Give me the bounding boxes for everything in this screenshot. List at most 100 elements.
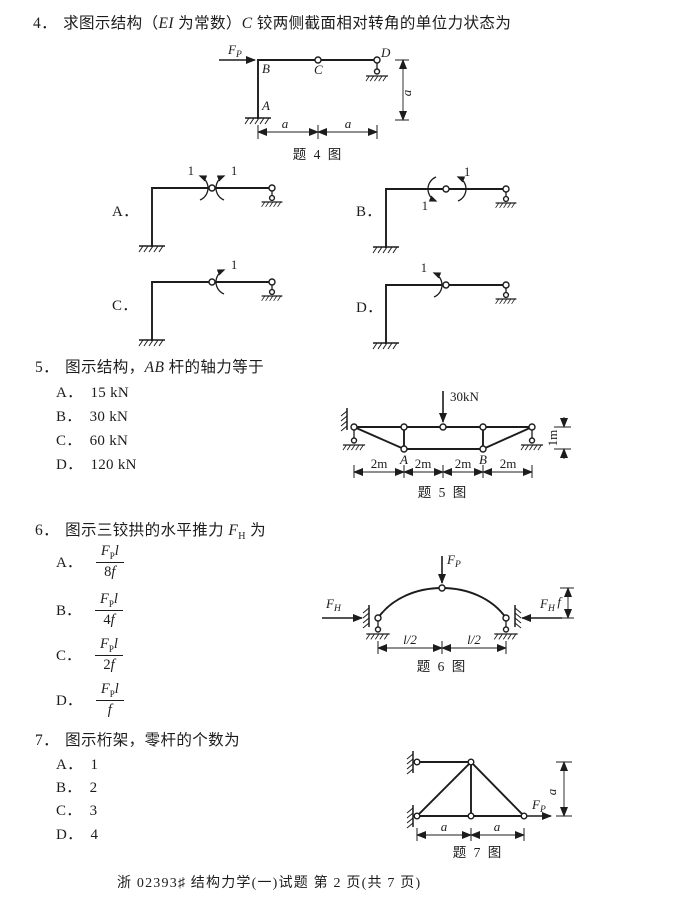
q6-figure-caption: 题 6 图 <box>417 659 468 674</box>
dim-1m: 1m <box>545 430 560 447</box>
span-1: 2m <box>371 456 388 471</box>
support-A-ground <box>244 117 272 125</box>
node <box>467 812 475 820</box>
span-dimension: 2m 2m 2m 2m <box>353 456 533 478</box>
horizontal-dimension: a a <box>416 819 525 841</box>
q5-text-2: 杆的轴力等于 <box>164 359 265 376</box>
frame-members <box>151 187 273 247</box>
q6-number: 6． <box>35 522 60 539</box>
q4-figure: FP B C D A a a a 题 4 图 <box>219 42 414 162</box>
right-support <box>520 430 544 451</box>
end-hinge <box>502 185 510 193</box>
roller-support <box>261 285 283 302</box>
q4-var-EI: EI <box>158 15 174 32</box>
node <box>350 423 358 431</box>
q4-var-C: C <box>241 15 253 32</box>
end-hinge <box>502 281 510 289</box>
q5-figure: 30kN A B <box>340 389 571 500</box>
load-arrow: 30kN <box>439 389 480 423</box>
q4-option-d-figure: 1 <box>372 261 518 350</box>
crown-hinge <box>438 584 446 592</box>
q4-option-c-figure: 1 <box>138 258 283 347</box>
q4-option-b-label: B． <box>356 204 382 220</box>
vertical-dimension: a <box>395 59 414 121</box>
right-support <box>493 604 522 641</box>
q5-text-1: 图示结构， <box>65 359 145 376</box>
node <box>528 423 536 431</box>
unit-moment-left <box>198 175 209 201</box>
node-B <box>479 445 487 453</box>
moment-value-left: 1 <box>422 199 428 213</box>
left-support <box>340 407 366 451</box>
q4-option-b-figure: 1 1 <box>372 165 518 254</box>
fp-load: FP <box>527 797 552 820</box>
q4-option-d-label: D． <box>356 300 383 316</box>
q7-option-a: A．1 <box>56 757 99 773</box>
unit-moment-right <box>456 176 467 202</box>
q6-var-F: F <box>228 522 239 539</box>
q5-stem: 5．图示结构，AB 杆的轴力等于 <box>35 355 264 377</box>
q7-option-b: B．2 <box>56 780 98 796</box>
dim-f: f <box>557 594 563 609</box>
moment-value: 1 <box>231 258 237 272</box>
fixed-ground <box>372 342 400 350</box>
hinge <box>208 184 216 192</box>
fp-label: FP <box>446 552 461 570</box>
right-springing-hinge <box>502 614 510 622</box>
q4-option-a-figure: 1 1 <box>138 164 283 253</box>
roller-support <box>495 288 518 305</box>
frame-members <box>385 284 507 344</box>
q4-option-a-label: A． <box>112 204 139 220</box>
horizontal-dimension: a a <box>257 116 378 139</box>
unit-moment <box>215 269 226 295</box>
vertical-dimension: a <box>544 761 572 817</box>
hinge-C <box>314 56 322 64</box>
label-A: A <box>399 452 408 467</box>
frame-members <box>385 188 507 248</box>
q5-option-d: D．120 kN <box>56 457 137 473</box>
left-springing-hinge <box>374 614 382 622</box>
node-A <box>400 445 408 453</box>
load-value: 30kN <box>450 389 480 404</box>
moment-value: 1 <box>421 261 427 275</box>
q5-number: 5． <box>35 359 60 376</box>
q5-option-a: A．15 kN <box>56 385 130 401</box>
q6-text-1: 图示三铰拱的水平推力 <box>65 522 229 539</box>
q5-figure-caption: 题 5 图 <box>418 485 469 500</box>
dim-l2-left: l/2 <box>403 632 417 647</box>
page-footer: 浙 02393♯ 结构力学(一)试题 第 2 页(共 7 页) <box>117 876 422 891</box>
span-2: 2m <box>415 456 432 471</box>
q6-text-2: 为 <box>245 522 267 539</box>
hinge-D <box>373 56 381 64</box>
q4-text-1: 求图示结构（ <box>63 15 159 32</box>
label-B: B <box>262 61 270 76</box>
truss-members <box>415 760 526 818</box>
q7-option-c: C．3 <box>56 803 98 819</box>
hinge <box>442 185 450 193</box>
fixed-ground <box>138 339 166 347</box>
dim-a-vertical: a <box>544 788 559 795</box>
q4-text-3: 铰两侧截面相对转角的单位力状态为 <box>252 15 512 32</box>
q7-number: 7． <box>35 732 60 749</box>
q7-figure: FP a a a 题 7 图 <box>406 750 572 860</box>
hinge <box>208 278 216 286</box>
node <box>413 812 421 820</box>
fh-left-label: FH <box>325 596 342 614</box>
end-hinge <box>268 278 276 286</box>
q4-option-c-label: C． <box>112 298 138 314</box>
q7-figure-caption: 题 7 图 <box>453 845 504 860</box>
dim-a-vertical: a <box>399 89 414 96</box>
q6-figure: FP FH FH f <box>322 552 574 674</box>
label-D: D <box>380 45 391 60</box>
bottom-wall-support <box>406 804 414 829</box>
fixed-ground <box>138 245 166 253</box>
node-load <box>439 423 447 431</box>
top-wall-support <box>406 750 414 775</box>
end-hinge <box>268 184 276 192</box>
fh-left: FH <box>322 596 363 622</box>
